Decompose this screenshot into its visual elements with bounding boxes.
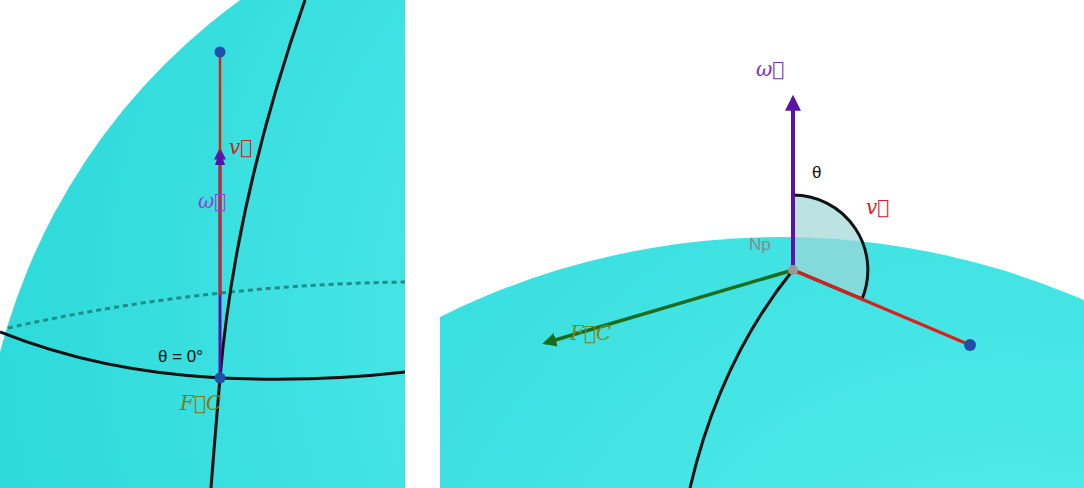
omega-head (215, 150, 225, 165)
omega-label: ω⃗ (756, 58, 784, 80)
pole-label: Np (749, 236, 771, 255)
velocity-vector (219, 52, 222, 295)
equator-back (8, 282, 405, 328)
angle-arc (793, 195, 868, 299)
angle-label: θ = 0° (158, 348, 203, 367)
omega-label: ω⃗ (198, 190, 226, 212)
meridian (210, 0, 305, 488)
angle-sector (793, 195, 868, 299)
force-label: F⃗C (180, 392, 221, 414)
velocity-label: v⃗ (229, 136, 252, 158)
sphere (440, 237, 1084, 488)
right-panel (440, 98, 1084, 488)
force-vector (545, 270, 793, 343)
equator (0, 332, 405, 379)
velocity-label: v⃗ (866, 196, 889, 218)
sphere (0, 0, 405, 488)
angle-label: θ (812, 164, 821, 183)
point (964, 339, 976, 351)
omega-vector (791, 98, 795, 270)
pole-point (788, 265, 798, 275)
velocity-vector (793, 270, 970, 345)
point (215, 47, 226, 58)
force-label: F⃗C (570, 322, 611, 344)
meridian (690, 270, 793, 488)
left-panel (0, 0, 405, 488)
point (215, 373, 226, 384)
